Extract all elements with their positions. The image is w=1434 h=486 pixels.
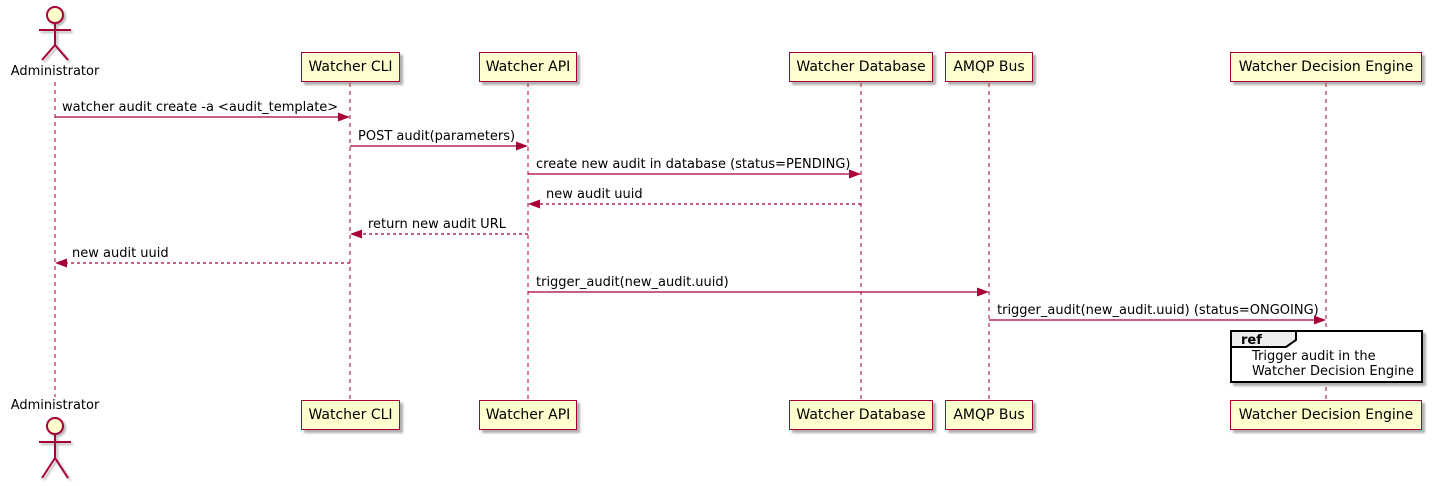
message-arrow-6 [55, 258, 350, 268]
ref-text: Trigger audit in the Watcher Decision En… [1252, 349, 1421, 379]
participant-watcher-database-bottom: Watcher Database [789, 400, 933, 430]
participant-amqp-bus-top: AMQP Bus [945, 52, 1033, 82]
message-label-5: return new audit URL [368, 217, 506, 232]
participant-label: Watcher Database [796, 59, 926, 75]
participant-label: Watcher API [485, 407, 571, 423]
message-label-7: trigger_audit(new_audit.uuid) [536, 275, 729, 290]
ref-fragment: ref Trigger audit in the Watcher Decisio… [1230, 330, 1423, 383]
participant-watcher-cli-bottom: Watcher CLI [301, 400, 400, 430]
message-arrow-4 [528, 199, 861, 209]
participant-label: Watcher CLI [308, 59, 393, 75]
actor-administrator-icon-top [39, 6, 71, 61]
message-label-8: trigger_audit(new_audit.uuid) (status=ON… [997, 303, 1319, 318]
message-label-4: new audit uuid [546, 187, 643, 202]
message-arrow-1 [55, 112, 350, 122]
participant-label: Watcher API [485, 59, 571, 75]
message-label-1: watcher audit create -a <audit_template> [62, 100, 339, 115]
participant-administrator-bottom: Administrator [10, 398, 100, 413]
message-label-6: new audit uuid [72, 246, 169, 261]
participant-watcher-api-bottom: Watcher API [479, 400, 577, 430]
participant-amqp-bus-bottom: AMQP Bus [945, 400, 1033, 430]
participant-label: AMQP Bus [953, 59, 1025, 75]
participant-label: Watcher Database [796, 407, 926, 423]
participant-watcher-database-top: Watcher Database [789, 52, 933, 82]
participant-watcher-cli-top: Watcher CLI [301, 52, 400, 82]
message-arrow-7 [528, 287, 989, 297]
ref-text-line1: Trigger audit in the [1252, 349, 1376, 364]
message-arrow-8 [989, 315, 1326, 325]
message-label-3: create new audit in database (status=PEN… [536, 157, 851, 172]
participant-watcher-api-top: Watcher API [479, 52, 577, 82]
participant-watcher-decision-engine-bottom: Watcher Decision Engine [1230, 400, 1422, 430]
participant-label: Watcher Decision Engine [1238, 407, 1414, 423]
message-label-2: POST audit(parameters) [358, 129, 516, 144]
participant-label: AMQP Bus [953, 407, 1025, 423]
ref-keyword: ref [1241, 333, 1262, 348]
message-arrow-2 [350, 141, 528, 151]
message-arrow-3 [528, 169, 861, 179]
ref-text-line2: Watcher Decision Engine [1252, 364, 1414, 379]
participant-watcher-decision-engine-top: Watcher Decision Engine [1230, 52, 1422, 82]
participant-label: Watcher Decision Engine [1238, 59, 1414, 75]
participant-administrator-top: Administrator [10, 64, 100, 79]
message-arrow-5 [350, 229, 528, 239]
ref-tab-shape: ref [1230, 330, 1297, 348]
participant-label: Watcher CLI [308, 407, 393, 423]
actor-administrator-icon-bottom [39, 417, 71, 479]
